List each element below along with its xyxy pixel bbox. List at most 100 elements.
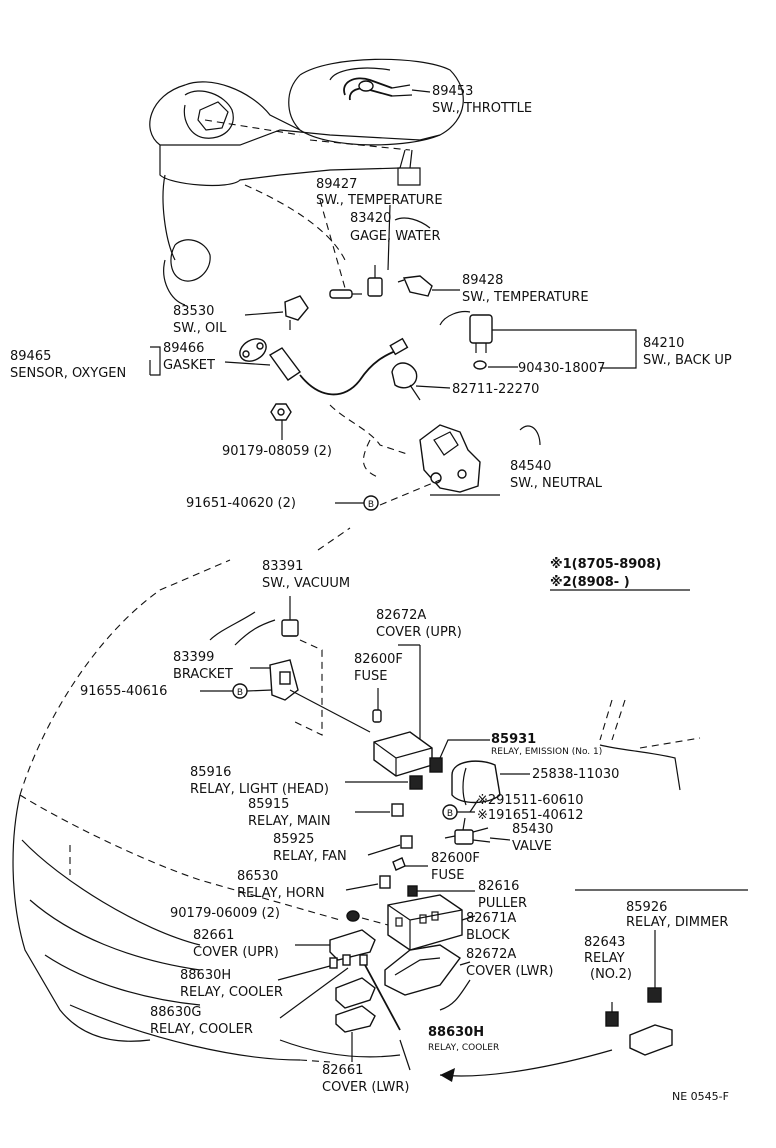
vacuum-switching-valve-icon (451, 760, 501, 806)
temperature-switch-2-icon (397, 275, 433, 297)
vehicle-body-outline (12, 559, 701, 1063)
callout-89453-num: 89453 (432, 84, 473, 99)
note-2: ※2(8908- ) (550, 575, 630, 590)
callout-82661-upper-num: 82661 (193, 928, 234, 943)
callout-89428-num: 89428 (462, 273, 503, 288)
callout-84210-name: SW., BACK UP (643, 353, 732, 368)
callout-86530-num: 86530 (237, 869, 278, 884)
nut-icon (270, 403, 292, 421)
callout-82600F-b-num: 82600F (431, 851, 480, 866)
callout-88630H-b-name: RELAY, COOLER (428, 1043, 499, 1053)
callout-82643-num: 82643 (584, 935, 625, 950)
svg-text:B: B (447, 809, 453, 819)
callout-89453-name: SW., THROTTLE (432, 101, 532, 116)
callout-291511-num: ※291511-60610 (477, 793, 584, 808)
callout-88630H-a-name: RELAY, COOLER (180, 985, 283, 1000)
callout-82600F-a-name: FUSE (354, 669, 387, 684)
callout-25838-num: 25838-11030 (532, 767, 619, 782)
callout-91655-num: 91655-40616 (80, 684, 167, 699)
diagram-code: NE 0545-F (672, 1090, 729, 1103)
horn-relay-icon (379, 875, 391, 889)
callout-84540-name: SW., NEUTRAL (510, 476, 603, 491)
callout-88630H-a-num: 88630H (180, 968, 231, 983)
relay-box-icon (629, 1024, 673, 1056)
relay-block-icon (387, 894, 463, 951)
throttle-switch-icon (343, 77, 413, 101)
callout-85916-name: RELAY, LIGHT (HEAD) (190, 782, 329, 797)
callout-82672A-lower-name: COVER (LWR) (466, 964, 553, 979)
relay-no2-icon (605, 1011, 619, 1027)
callout-82616-name: PULLER (478, 896, 527, 911)
callout-85931-num: 85931 (491, 732, 536, 747)
bolt-marker-b2: B (232, 683, 248, 699)
callout-85915-name: RELAY, MAIN (248, 814, 331, 829)
callout-84540-num: 84540 (510, 459, 551, 474)
fuse-puller-icon (407, 885, 418, 897)
oil-pressure-switch-icon (284, 295, 309, 330)
bolt-marker-b1: B (363, 495, 379, 511)
callout-85926-name: RELAY, DIMMER (626, 915, 728, 930)
cover-lower-small-icon (335, 977, 376, 1033)
callout-82661-upper-name: COVER (UPR) (193, 945, 279, 960)
callout-89466-name: GASKET (163, 358, 215, 373)
callout-89427-name: SW., TEMPERATURE (316, 193, 443, 208)
headlight-relay-icon (409, 775, 423, 790)
engine-outline (149, 58, 464, 306)
callout-83530-name: SW., OIL (173, 321, 227, 336)
svg-text:B: B (237, 688, 243, 698)
callout-90179b-num: 90179-06009 (2) (170, 906, 280, 921)
callout-82600F-a-num: 82600F (354, 652, 403, 667)
fuse-icon (372, 709, 382, 723)
callout-82671A-name: BLOCK (466, 928, 510, 943)
bracket-icon (269, 659, 299, 701)
callout-83399-name: BRACKET (173, 667, 233, 682)
svg-text:B: B (368, 500, 374, 510)
temperature-switch-icon (329, 289, 362, 299)
callout-82672A-lower-num: 82672A (466, 947, 516, 962)
callout-90179a-num: 90179-08059 (2) (222, 444, 332, 459)
callout-83399-num: 83399 (173, 650, 214, 665)
callout-85925-name: RELAY, FAN (273, 849, 347, 864)
nut-2-icon (346, 910, 360, 922)
fan-relay-icon (400, 835, 413, 849)
callout-85925-num: 85925 (273, 832, 314, 847)
callout-86530-name: RELAY, HORN (237, 886, 325, 901)
callout-191651-num: ※191651-40612 (477, 808, 584, 823)
callout-90430-num: 90430-18007 (518, 361, 605, 376)
callout-88630G-num: 88630G (150, 1005, 201, 1020)
callout-82643-name: RELAY (584, 951, 625, 966)
callout-84210-num: 84210 (643, 336, 684, 351)
callout-85430-num: 85430 (512, 822, 553, 837)
callout-83420-name: GAGE, WATER (350, 229, 441, 244)
callout-85915-num: 85915 (248, 797, 289, 812)
bolt-marker-b3: B (442, 804, 458, 820)
emission-relay-icon (429, 757, 443, 773)
valve-icon (444, 827, 491, 845)
callout-89428-name: SW., TEMPERATURE (462, 290, 589, 305)
callout-88630G-name: RELAY, COOLER (150, 1022, 253, 1037)
callout-82672A-upper-name: COVER (UPR) (376, 625, 462, 640)
callout-88630H-b-num: 88630H (428, 1025, 484, 1040)
cooler-relay-h-icon (329, 954, 368, 969)
callout-89427-num: 89427 (316, 177, 357, 192)
fuse-2-icon (392, 857, 406, 871)
callout-82711-num: 82711-22270 (452, 382, 539, 397)
cover-upper-small-icon (329, 929, 376, 961)
relay-block-cover-upper-icon (373, 731, 433, 777)
callout-82661-lower-num: 82661 (322, 1063, 363, 1078)
callout-89466-num: 89466 (163, 341, 204, 356)
gasket-icon (239, 338, 267, 362)
clamp-icon (391, 362, 421, 401)
callout-85931-name: RELAY, EMISSION (No. 1) (491, 747, 602, 757)
callout-82600F-b-name: FUSE (431, 868, 464, 883)
callout-85926-num: 85926 (626, 900, 667, 915)
dimmer-relay-icon (647, 987, 662, 1003)
callout-83391-name: SW., VACUUM (262, 576, 350, 591)
note-1: ※1(8705-8908) (550, 557, 661, 572)
neutral-switch-icon (419, 424, 481, 493)
relay-block-cover-lower-icon (384, 944, 462, 996)
callout-82672A-upper-num: 82672A (376, 608, 426, 623)
water-gage-sender-icon (367, 265, 383, 297)
callout-82643-no2: (NO.2) (590, 967, 632, 982)
